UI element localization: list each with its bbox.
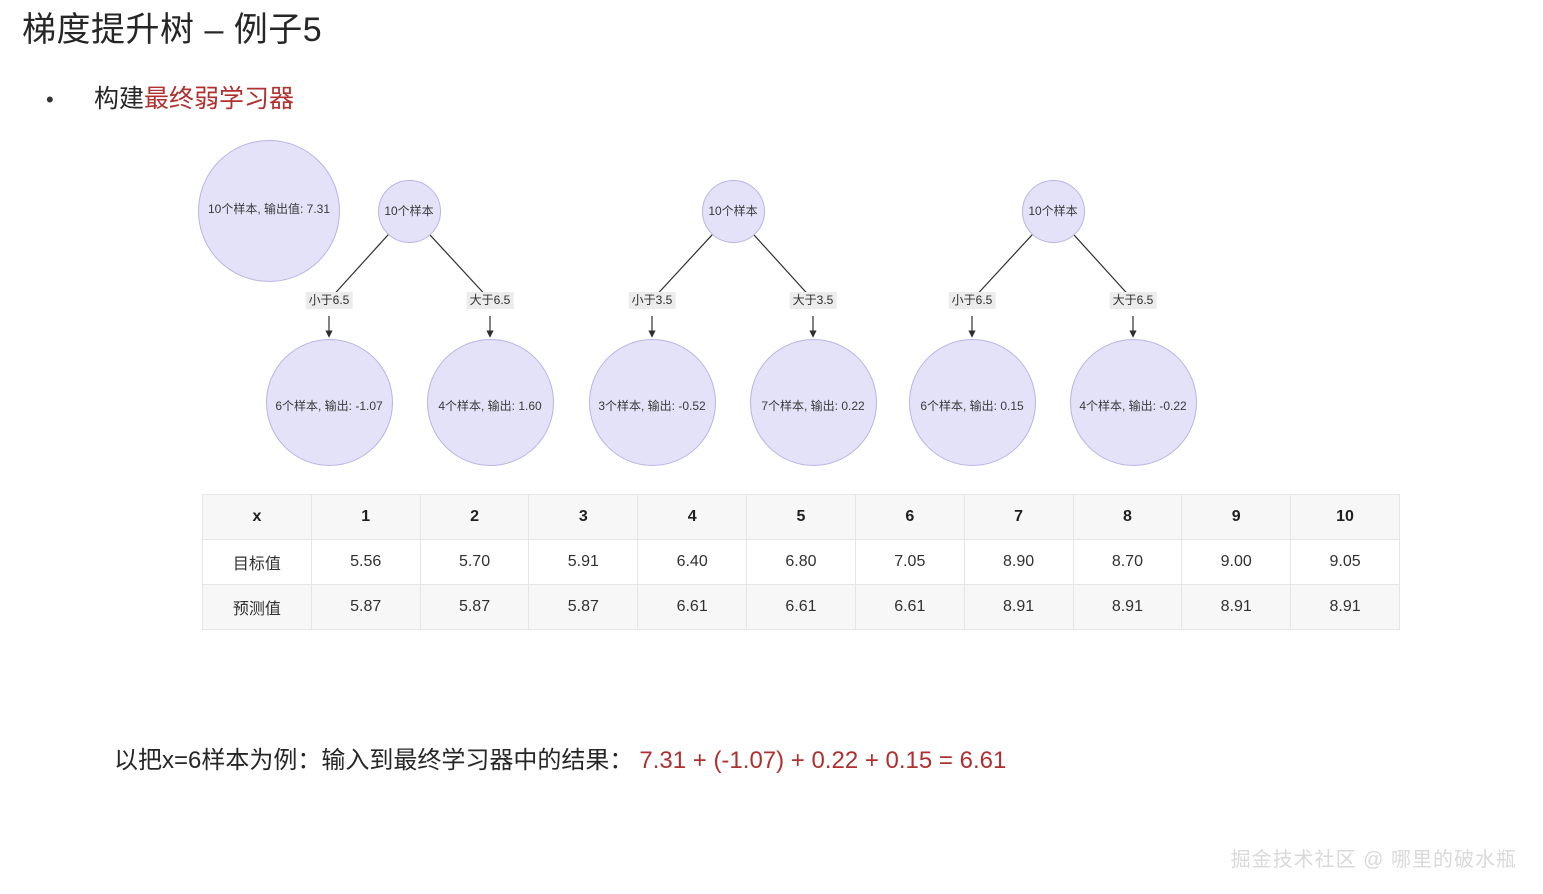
bullet-text-plain: 构建 <box>94 85 145 113</box>
node-label: 10个样本, 输出值: 7.31 <box>207 202 331 216</box>
table-cell: 5.87 <box>528 584 639 630</box>
tree-1-right-leaf-node: 4个样本, 输出: 1.60 <box>426 338 554 466</box>
table-cell: 8.91 <box>963 584 1074 630</box>
table-cell: 5.91 <box>528 539 639 585</box>
table-col-header-7: 7 <box>963 494 1074 540</box>
table-cell: 6.61 <box>854 584 965 630</box>
table-cell: 6.80 <box>746 539 856 585</box>
formula-expression: 7.31 + (-1.07) + 0.22 + 0.15 = 6.61 <box>639 747 1007 774</box>
table-col-header-x: x <box>202 494 312 540</box>
table-col-header-6: 6 <box>854 494 965 540</box>
tree-1-left-edge-label: 小于6.5 <box>305 292 353 309</box>
table-row-label: 目标值 <box>202 539 312 585</box>
node-label: 10个样本 <box>708 204 758 218</box>
table-col-header-2: 2 <box>419 494 530 540</box>
tree-2-root-node: 10个样本 <box>701 179 765 243</box>
node-label: 10个样本 <box>384 204 434 218</box>
tree-2-right-edge-label: 大于3.5 <box>789 292 837 309</box>
table-col-header-9: 9 <box>1181 494 1292 540</box>
table-col-header-5: 5 <box>746 494 856 540</box>
table-cell: 6.40 <box>637 539 748 585</box>
node-label: 7个样本, 输出: 0.22 <box>761 399 865 413</box>
table-cell: 8.90 <box>963 539 1074 585</box>
table-col-header-3: 3 <box>528 494 639 540</box>
bullet-line: • 构建最终弱学习器 <box>46 82 294 117</box>
table-cell: 7.05 <box>854 539 965 585</box>
tree-1-root-node: 10个样本 <box>377 179 441 243</box>
table-cell: 6.61 <box>746 584 856 630</box>
tree-2-right-leaf-node: 7个样本, 输出: 0.22 <box>749 338 877 466</box>
bullet-text: 构建最终弱学习器 <box>94 82 294 116</box>
table-cell: 9.05 <box>1290 539 1400 585</box>
node-label: 6个样本, 输出: 0.15 <box>920 399 1024 413</box>
formula-prefix: 以把x=6样本为例：输入到最终学习器中的结果： <box>114 747 634 774</box>
tree-edges <box>325 234 1137 338</box>
table-cell: 8.91 <box>1290 584 1400 630</box>
table-col-header-10: 10 <box>1290 494 1400 540</box>
table-cell: 9.00 <box>1181 539 1292 585</box>
table-col-header-1: 1 <box>310 494 421 540</box>
tree-3-root-node: 10个样本 <box>1021 179 1085 243</box>
node-label: 4个样本, 输出: 1.60 <box>438 399 542 413</box>
table-cell: 6.61 <box>637 584 748 630</box>
node-label: 10个样本 <box>1028 204 1078 218</box>
node-label: 3个样本, 输出: -0.52 <box>598 399 706 413</box>
tree-1-right-edge-label: 大于6.5 <box>466 292 514 309</box>
decision-tree-diagram: 10个样本, 输出值: 7.31 10个样本 6个样本, 输出: -1.07 4个样本… <box>0 130 1543 490</box>
tree-3-left-leaf-node: 6个样本, 输出: 0.15 <box>908 338 1036 466</box>
table-col-header-4: 4 <box>637 494 748 540</box>
formula-line: 以把x=6样本为例：输入到最终学习器中的结果：7.31 + (-1.07) + … <box>114 744 1006 778</box>
tree-node-root-output: 10个样本, 输出值: 7.31 <box>198 140 340 282</box>
table-cell: 8.91 <box>1072 584 1183 630</box>
table-cell: 5.87 <box>310 584 421 630</box>
page-title: 梯度提升树 – 例子5 <box>22 11 323 49</box>
table-cell: 5.70 <box>419 539 530 585</box>
table-cell: 8.70 <box>1072 539 1183 585</box>
bullet-text-highlight: 最终弱学习器 <box>144 85 295 113</box>
tree-3-right-leaf-node: 4个样本, 输出: -0.22 <box>1069 338 1197 466</box>
node-label: 6个样本, 输出: -1.07 <box>275 399 383 413</box>
node-label: 4个样本, 输出: -0.22 <box>1079 399 1187 413</box>
tree-3-right-edge-label: 大于6.5 <box>1109 292 1157 309</box>
table-cell: 5.87 <box>419 584 530 630</box>
watermark: 掘金技术社区 @ 哪里的破水瓶 <box>1230 849 1517 871</box>
table-col-header-8: 8 <box>1072 494 1183 540</box>
tree-3-left-edge-label: 小于6.5 <box>948 292 996 309</box>
table-cell: 8.91 <box>1181 584 1292 630</box>
tree-2-left-leaf-node: 3个样本, 输出: -0.52 <box>588 338 716 466</box>
tree-2-left-edge-label: 小于3.5 <box>628 292 676 309</box>
table-row-label: 预测值 <box>202 584 312 630</box>
table-cell: 5.56 <box>310 539 421 585</box>
tree-1-left-leaf-node: 6个样本, 输出: -1.07 <box>265 338 393 466</box>
bullet-marker-icon: • <box>46 87 54 112</box>
